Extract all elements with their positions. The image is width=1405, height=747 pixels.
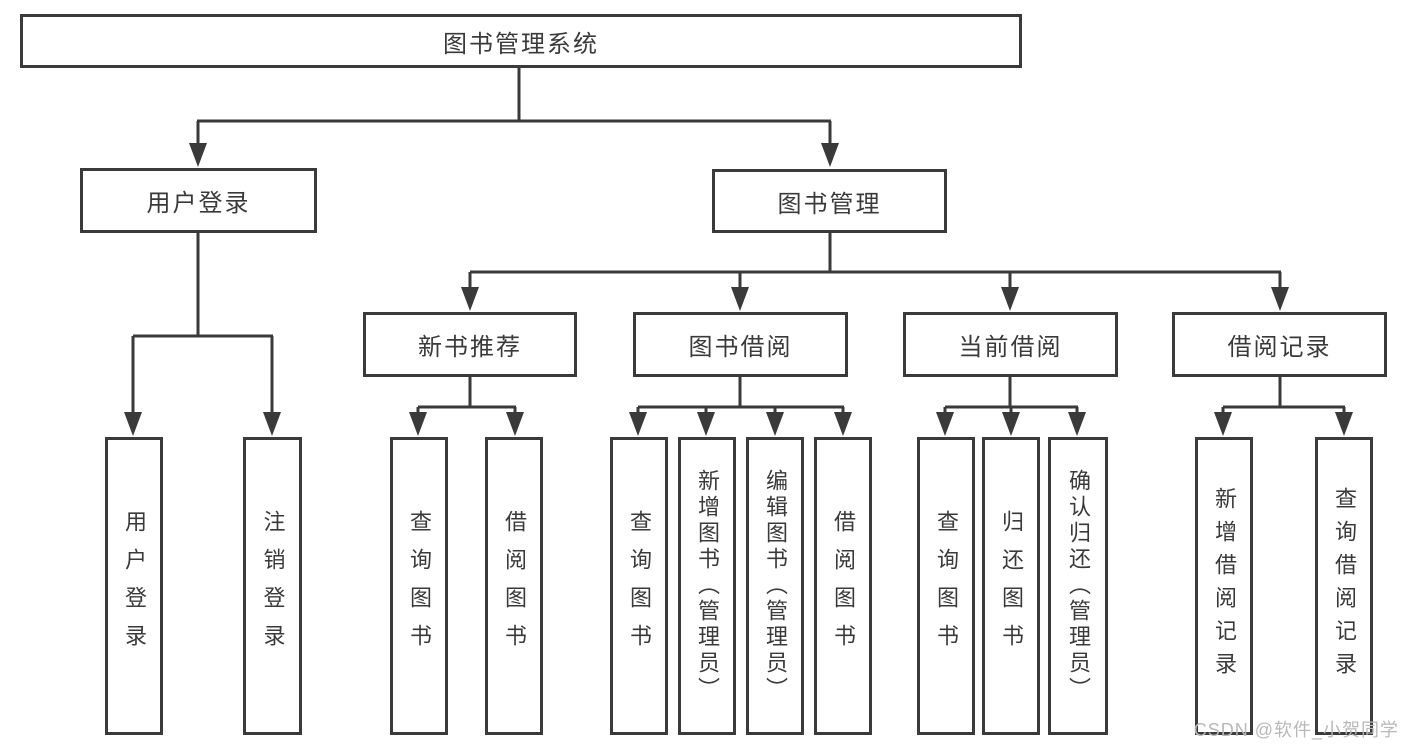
leaf-return-books: 归还图书 [982, 437, 1040, 735]
node-borrow-records: 借阅记录 [1172, 312, 1387, 377]
node-new-book-recommend: 新书推荐 [363, 312, 577, 377]
leaf-user-login: 用户登录 [105, 437, 163, 735]
leaf-query-books-2: 查询图书 [610, 437, 668, 735]
node-book-borrowing: 图书借阅 [633, 312, 848, 377]
leaf-add-book-admin-label: 新增图书（管理员） [695, 469, 720, 703]
leaf-edit-book-admin: 编辑图书（管理员） [746, 437, 804, 735]
node-book-borrowing-label: 图书借阅 [688, 334, 793, 361]
leaf-add-borrow-record: 新增借阅记录 [1195, 437, 1253, 735]
leaf-logout: 注销登录 [243, 437, 302, 735]
node-book-management-label: 图书管理 [777, 190, 882, 218]
node-user-login: 用户登录 [80, 168, 317, 233]
leaf-user-login-label: 用户登录 [122, 510, 147, 662]
node-library-system: 图书管理系统 [20, 14, 1022, 68]
leaf-query-books-1-label: 查询图书 [407, 510, 432, 662]
leaf-add-book-admin: 新增图书（管理员） [678, 437, 736, 735]
leaf-borrow-books-2: 借阅图书 [814, 437, 872, 735]
node-current-borrowing-label: 当前借阅 [958, 334, 1063, 361]
leaf-query-books-3-label: 查询图书 [934, 510, 959, 662]
leaf-edit-book-admin-label: 编辑图书（管理员） [763, 469, 788, 703]
leaf-query-borrow-record-label: 查询借阅记录 [1332, 487, 1357, 685]
leaf-logout-label: 注销登录 [260, 510, 286, 662]
leaf-confirm-return-admin-label: 确认归还（管理员） [1066, 469, 1091, 703]
node-user-login-label: 用户登录 [146, 190, 251, 217]
leaf-borrow-books-2-label: 借阅图书 [831, 510, 856, 662]
leaf-query-books-2-label: 查询图书 [627, 510, 652, 662]
leaf-query-borrow-record: 查询借阅记录 [1315, 437, 1373, 735]
node-borrow-records-label: 借阅记录 [1227, 334, 1332, 361]
leaf-confirm-return-admin: 确认归还（管理员） [1048, 437, 1108, 735]
leaf-query-books-3: 查询图书 [917, 437, 975, 735]
leaf-query-books-1: 查询图书 [390, 437, 448, 735]
csdn-watermark: CSDN @软件_小贺同学 [1193, 720, 1399, 740]
leaf-borrow-books-1: 借阅图书 [485, 437, 543, 735]
node-library-system-label: 图书管理系统 [443, 30, 599, 58]
leaf-add-borrow-record-label: 新增借阅记录 [1212, 487, 1237, 685]
node-book-management: 图书管理 [712, 169, 947, 233]
leaf-borrow-books-1-label: 借阅图书 [502, 510, 527, 662]
node-current-borrowing: 当前借阅 [903, 312, 1118, 377]
leaf-return-books-label: 归还图书 [999, 510, 1024, 662]
node-new-book-recommend-label: 新书推荐 [418, 334, 522, 361]
